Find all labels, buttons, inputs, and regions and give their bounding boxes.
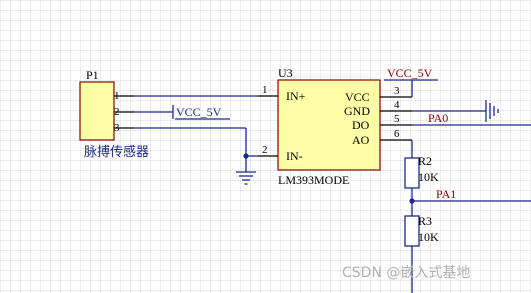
vcc-label-u3: VCC_5V xyxy=(387,66,433,80)
u3-pin4-number: 4 xyxy=(394,99,400,111)
u3-designator: U3 xyxy=(278,66,293,80)
ground-icon-left xyxy=(236,171,256,185)
p1-comment: 脉搏传感器 xyxy=(84,144,149,160)
u3-pin6-number: 6 xyxy=(394,128,400,140)
net-label-pa1: PA1 xyxy=(436,187,456,201)
p1-body[interactable] xyxy=(79,81,115,141)
watermark: CSDN @嵌入式基地 xyxy=(342,264,470,281)
ground-icon-right xyxy=(485,100,499,122)
u3-pin3-number: 3 xyxy=(394,85,400,97)
r3-value: 10K xyxy=(418,230,439,244)
u3-pin2-name: IN- xyxy=(286,149,303,163)
r2-designator: R2 xyxy=(418,154,432,168)
u3-body[interactable] xyxy=(277,79,381,171)
r3-designator: R3 xyxy=(418,214,432,228)
u3-comment: LM393MODE xyxy=(278,173,349,187)
net-label-pa0: PA0 xyxy=(428,111,448,125)
vcc-label-p1: VCC_5V xyxy=(176,105,222,119)
r2-resistor[interactable] xyxy=(404,157,420,189)
u3-pin2-number: 2 xyxy=(262,144,268,156)
r2-value: 10K xyxy=(418,170,439,184)
u3-pin3-name: VCC xyxy=(345,90,370,104)
r3-resistor[interactable] xyxy=(404,215,420,247)
u3-pin6-name: AO xyxy=(352,133,370,147)
p1-designator: P1 xyxy=(86,68,99,82)
u3-pin1-number: 1 xyxy=(262,84,268,96)
u3-pin5-name: DO xyxy=(352,118,370,132)
u3-pin4-name: GND xyxy=(344,104,370,118)
u3-pin1-name: IN+ xyxy=(286,89,306,103)
u3-pin5-number: 5 xyxy=(394,113,400,125)
